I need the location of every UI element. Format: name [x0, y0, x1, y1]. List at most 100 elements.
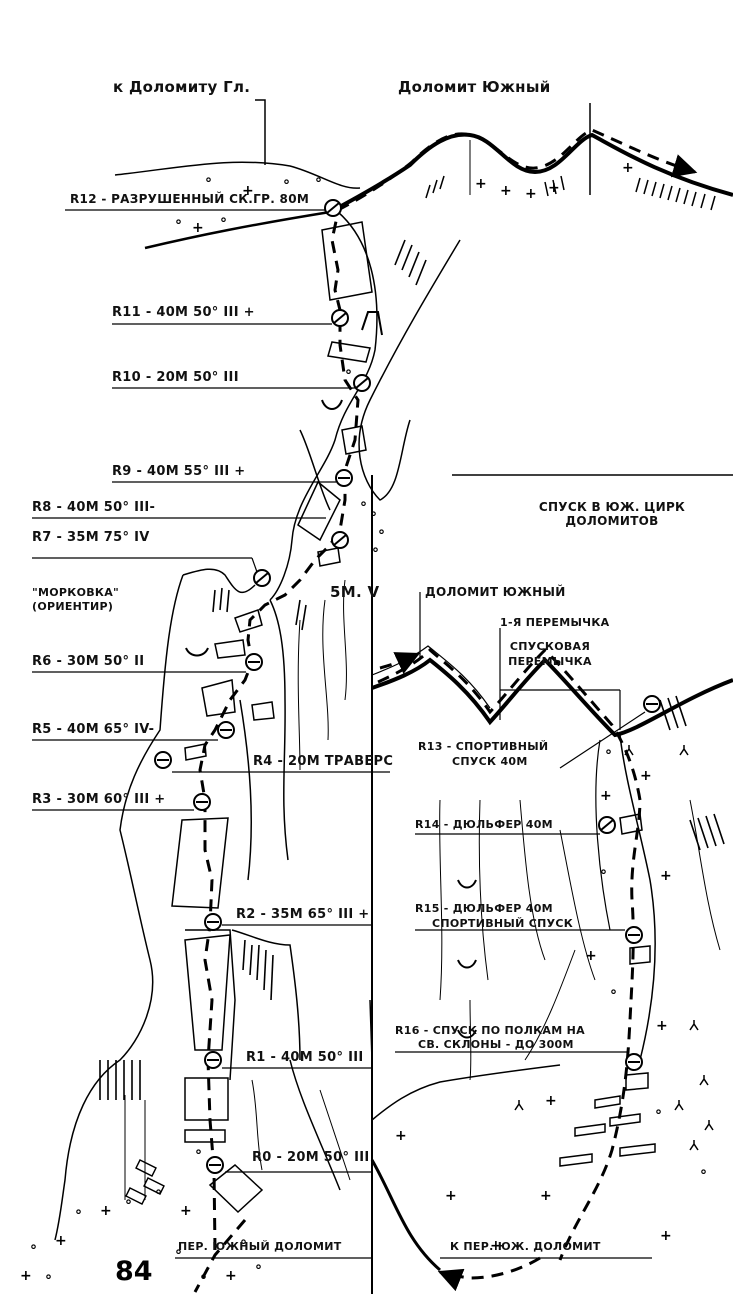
- svg-text:°: °: [240, 1238, 247, 1254]
- svg-text:°: °: [378, 528, 385, 544]
- svg-text:+: +: [192, 220, 204, 236]
- descent-route-arrow: [437, 1256, 541, 1292]
- svg-text:+: +: [545, 1093, 557, 1109]
- pitch-r7-label: R7 - 35М 75° IV: [32, 530, 150, 545]
- svg-text:+: +: [660, 1228, 672, 1244]
- station-r10: [353, 374, 371, 392]
- saddle-desc-line1: СПУСКОВАЯ: [509, 640, 591, 653]
- svg-text:+: +: [500, 183, 512, 199]
- station-r11: [331, 309, 349, 327]
- svg-text:+: +: [622, 160, 634, 176]
- svg-text:°: °: [370, 510, 377, 526]
- station-r1: [204, 1051, 222, 1069]
- top-ridge-marks: +++ ++ °+° °°+ °: [175, 160, 634, 236]
- svg-text:°: °: [125, 1198, 132, 1214]
- top-ridge-hatching: [425, 175, 716, 211]
- pitch-r16-label-line1: R16 - СПУСК ПО ПОЛКАМ НА: [395, 1024, 585, 1037]
- station-r4: [154, 751, 172, 769]
- svg-text:°: °: [175, 1248, 182, 1264]
- station-r7: [253, 569, 271, 587]
- station-r14: [598, 816, 616, 834]
- svg-text:°: °: [605, 748, 612, 764]
- grass-tufts-right: [514, 745, 714, 1151]
- svg-text:°: °: [205, 176, 212, 192]
- svg-text:°: °: [30, 1243, 37, 1259]
- bottom-route-tail: [193, 1219, 247, 1293]
- pitch-r5-label: R5 - 40М 65° IV-: [32, 722, 155, 737]
- pitch-r1-label: R1 - 40М 50° III: [246, 1050, 364, 1065]
- svg-text:°: °: [255, 1263, 262, 1279]
- descent-route-line: [377, 647, 642, 1261]
- svg-text:+: +: [475, 176, 487, 192]
- svg-text:+: +: [395, 1128, 407, 1144]
- top-ridge: [114, 99, 733, 250]
- descent-fine-lines: [439, 799, 721, 1081]
- svg-text:°: °: [610, 988, 617, 1004]
- ascent-route-line: [198, 211, 360, 1251]
- saddle-1-label: 1-Я ПЕРЕМЫЧКА: [500, 616, 610, 629]
- pitch-r11-label: R11 - 40М 50° III +: [112, 305, 255, 320]
- pitch-r16-label-line2: СВ. СКЛОНЫ - ДО 300М: [418, 1038, 574, 1051]
- pitch-r9-label: R9 - 40М 55° III +: [112, 464, 246, 479]
- svg-text:+: +: [100, 1203, 112, 1219]
- pitch-r13-label-line1: R13 - СПОРТИВНЫЙ: [418, 740, 549, 753]
- pitch-r6-label: R6 - 30М 50° II: [32, 654, 145, 669]
- pitch-r8-label: R8 - 40М 50° III-: [32, 500, 156, 515]
- left-wall-hatching: [99, 239, 427, 1100]
- descent-stations: [598, 695, 661, 1071]
- station-r5: [217, 721, 235, 739]
- pitch-r2-label: R2 - 35М 65° III +: [236, 907, 370, 922]
- pitch-r10-label: R10 - 20М 50° III: [112, 370, 239, 385]
- station-r15: [625, 926, 643, 944]
- dolomite-south-label: ДОЛОМИТ ЮЖНЫЙ: [425, 585, 566, 599]
- svg-text:+: +: [585, 948, 597, 964]
- station-r16: [625, 1053, 643, 1071]
- svg-text:°: °: [360, 500, 367, 516]
- svg-text:+: +: [660, 868, 672, 884]
- pitch-r4-label: R4 - 20М ТРАВЕРС: [253, 754, 394, 769]
- dolomite-south-top-label: Доломит Южный: [398, 78, 551, 96]
- station-r13: [643, 695, 661, 713]
- station-r3: [193, 793, 211, 811]
- carrot-note-label: (ОРИЕНТИР): [32, 600, 114, 613]
- svg-text:°: °: [200, 1273, 207, 1289]
- svg-text:+: +: [600, 788, 612, 804]
- carrot-label: "МОРКОВКА": [32, 586, 120, 599]
- station-r12: [324, 199, 342, 217]
- station-r8: [331, 531, 349, 549]
- svg-text:+: +: [20, 1268, 32, 1284]
- pitch-r0-label: R0 - 20М 50° III: [252, 1150, 370, 1165]
- dolomite-south-arrow: [379, 652, 421, 674]
- pitch-r3-label: R3 - 30М 60° III +: [32, 792, 166, 807]
- descent-leaders: [395, 689, 646, 1053]
- pitch-r14-label: R14 - ДЮЛЬФЕР 40М: [415, 818, 553, 831]
- left-wall-fine-lines: [124, 579, 351, 1200]
- pitch-r15-label-line2: СПОРТИВНЫЙ СПУСК: [432, 917, 574, 930]
- svg-text:+: +: [525, 186, 537, 202]
- svg-text:°: °: [195, 1148, 202, 1164]
- station-r0: [206, 1156, 224, 1174]
- pitch-r12-label: R12 - РАЗРУШЕННЫЙ СК.ГР. 80М: [70, 192, 310, 206]
- page-number: 84: [115, 1256, 153, 1287]
- saddle-desc-line2: ПЕРЕМЫЧКА: [508, 655, 592, 668]
- descent-heading-line2: ДОЛОМИТОВ: [565, 514, 659, 528]
- pitch-r13-label-line2: СПУСК 40М: [452, 755, 528, 768]
- wall-5m-label: 5М. V: [330, 583, 380, 601]
- pass-right-label: К ПЕР. ЮЖ. ДОЛОМИТ: [450, 1240, 601, 1253]
- pitch-r15-label-line1: R15 - ДЮЛЬФЕР 40М: [415, 902, 553, 915]
- descent-boxes: [559, 813, 656, 1167]
- svg-text:+: +: [180, 1203, 192, 1219]
- svg-text:°: °: [700, 1168, 707, 1184]
- svg-text:°: °: [655, 1108, 662, 1124]
- to-dolomite-main-label: к Доломиту Гл.: [113, 78, 251, 96]
- svg-text:°: °: [75, 1208, 82, 1224]
- svg-text:°: °: [283, 178, 290, 194]
- svg-text:°: °: [372, 546, 379, 562]
- overhangs: [185, 399, 477, 1039]
- svg-text:+: +: [242, 183, 254, 199]
- svg-text:°: °: [345, 368, 352, 384]
- descent-hatching: [659, 695, 725, 851]
- ground-blocks-left: [125, 1159, 165, 1205]
- left-wall: [54, 211, 461, 1241]
